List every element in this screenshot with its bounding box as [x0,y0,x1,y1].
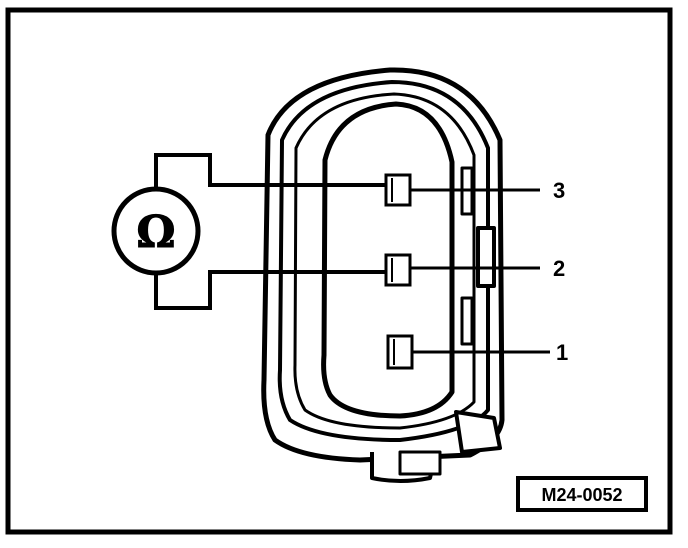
test-lead-bottom [154,270,386,310]
callout-number-3: 3 [553,178,565,203]
latch-rib-lower [460,296,474,346]
pin-2-terminal [384,253,412,287]
callout-number-2: 2 [553,256,565,281]
figure-code-box [516,476,648,512]
pin-1-terminal [386,334,414,370]
ohmmeter: Ω [111,153,386,310]
pins [384,173,414,370]
test-lead-top [154,153,386,190]
latch-rib-middle [476,226,496,288]
figure-code: M24-0052 [541,485,622,505]
ohmmeter-circle [111,186,201,276]
housing-key [454,410,502,454]
housing-outer-shell [261,67,505,463]
callout-number-1: 1 [556,340,568,365]
connector-housing [261,67,505,483]
locking-tab-window [398,450,442,476]
callout-lines [410,188,550,354]
housing-inner-cavity [321,101,455,419]
ohm-symbol: Ω [136,207,175,258]
pin-3-terminal [384,173,412,207]
